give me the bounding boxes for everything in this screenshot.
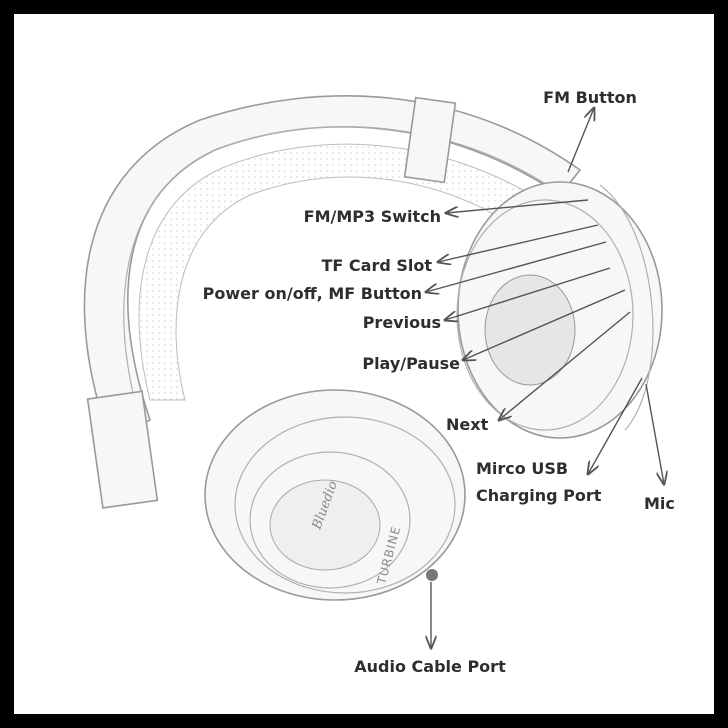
arrow-fm-button: [567, 108, 594, 173]
label-usb-line1: Mirco USB: [476, 459, 568, 478]
arrow-next: [499, 311, 631, 420]
label-fm-mp3-switch: FM/MP3 Switch: [304, 207, 441, 226]
left-earcup: Bluedio TURBINE: [204, 389, 466, 601]
label-usb-line2: Charging Port: [476, 486, 602, 505]
audio-port-hole: [426, 569, 438, 581]
label-fm-button: FM Button: [543, 88, 637, 107]
label-power-mf-button: Power on/off, MF Button: [203, 284, 422, 303]
label-audio-cable-port: Audio Cable Port: [354, 657, 506, 676]
label-next: Next: [446, 415, 489, 434]
arrow-fm-mp3-switch: [446, 199, 589, 213]
arrow-usb-port: [588, 377, 643, 474]
arrow-power-button: [426, 241, 607, 292]
arrow-previous: [445, 267, 611, 320]
arrow-tf-card-slot: [438, 224, 599, 262]
label-mic: Mic: [644, 494, 675, 513]
arrow-play-pause: [463, 289, 626, 360]
right-earcup: [456, 181, 663, 439]
headband: [83, 95, 582, 509]
label-play-pause: Play/Pause: [362, 354, 460, 373]
label-tf-card-slot: TF Card Slot: [321, 256, 432, 275]
label-previous: Previous: [363, 313, 441, 332]
arrow-mic: [645, 383, 664, 484]
